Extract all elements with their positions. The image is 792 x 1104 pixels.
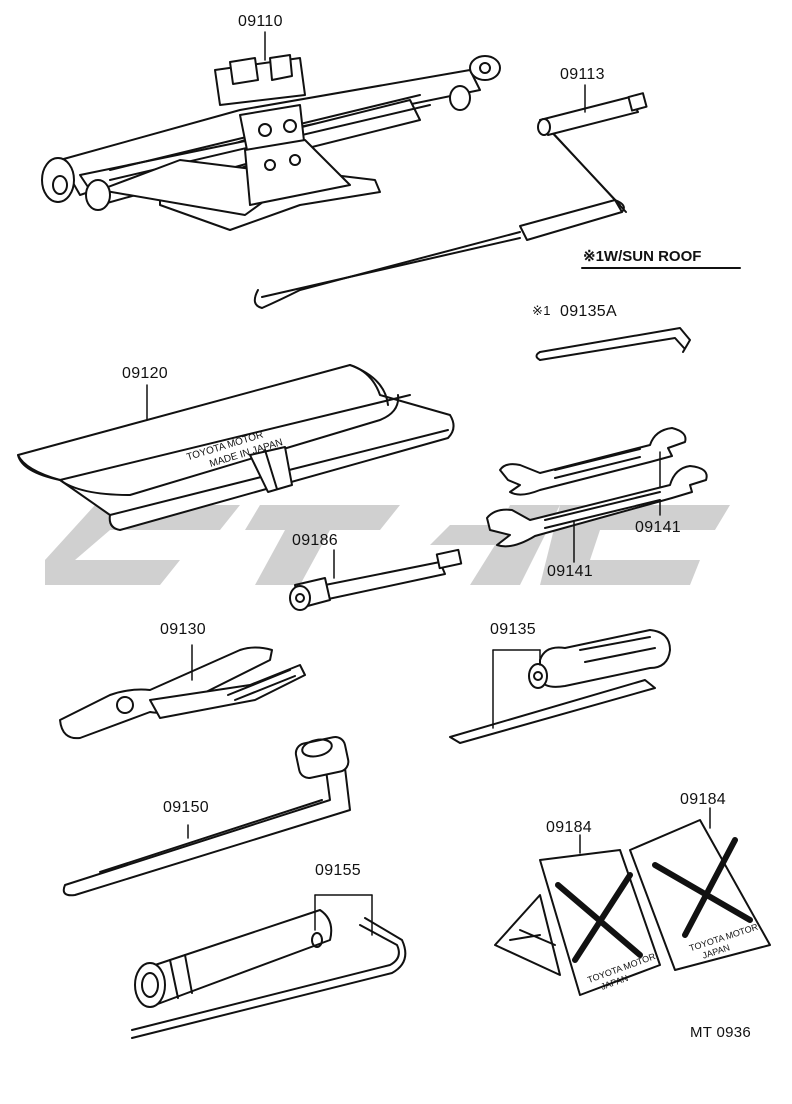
wheel-chock-right [629, 807, 771, 971]
label-09135A: 09135A [560, 303, 617, 320]
label-09155: 09155 [315, 862, 361, 879]
label-09110: 09110 [238, 13, 283, 30]
pliers [59, 644, 306, 740]
label-09135: 09135 [490, 621, 536, 638]
watermark [45, 505, 730, 585]
screwdriver [449, 629, 671, 744]
label-09150: 09150 [163, 799, 209, 816]
label-09184-right: 09184 [680, 791, 726, 808]
open-end-wrench-top [499, 427, 687, 516]
plug-wrench [131, 894, 407, 1039]
tool-bag [17, 364, 455, 531]
sunroof-handle [535, 327, 691, 361]
jack-handle [253, 84, 648, 309]
label-09130: 09130 [160, 621, 206, 638]
label-09120: 09120 [122, 365, 168, 382]
label-09113: 09113 [560, 66, 605, 83]
label-09184-left: 09184 [546, 819, 592, 836]
scissor-jack [41, 31, 501, 231]
label-09141-top: 09141 [635, 519, 681, 536]
label-09186: 09186 [292, 532, 338, 549]
label-09141-bottom: 09141 [547, 563, 593, 580]
sunroof-marker: ※1 [532, 303, 551, 318]
figure-code: MT 0936 [690, 1024, 752, 1041]
wheel-chock-left [494, 834, 661, 996]
adapter-tool [289, 548, 463, 611]
wheel-nut-wrench [62, 736, 351, 897]
sunroof-note: ※1W/SUN ROOF [583, 248, 702, 265]
open-end-wrench-bottom [486, 465, 708, 563]
